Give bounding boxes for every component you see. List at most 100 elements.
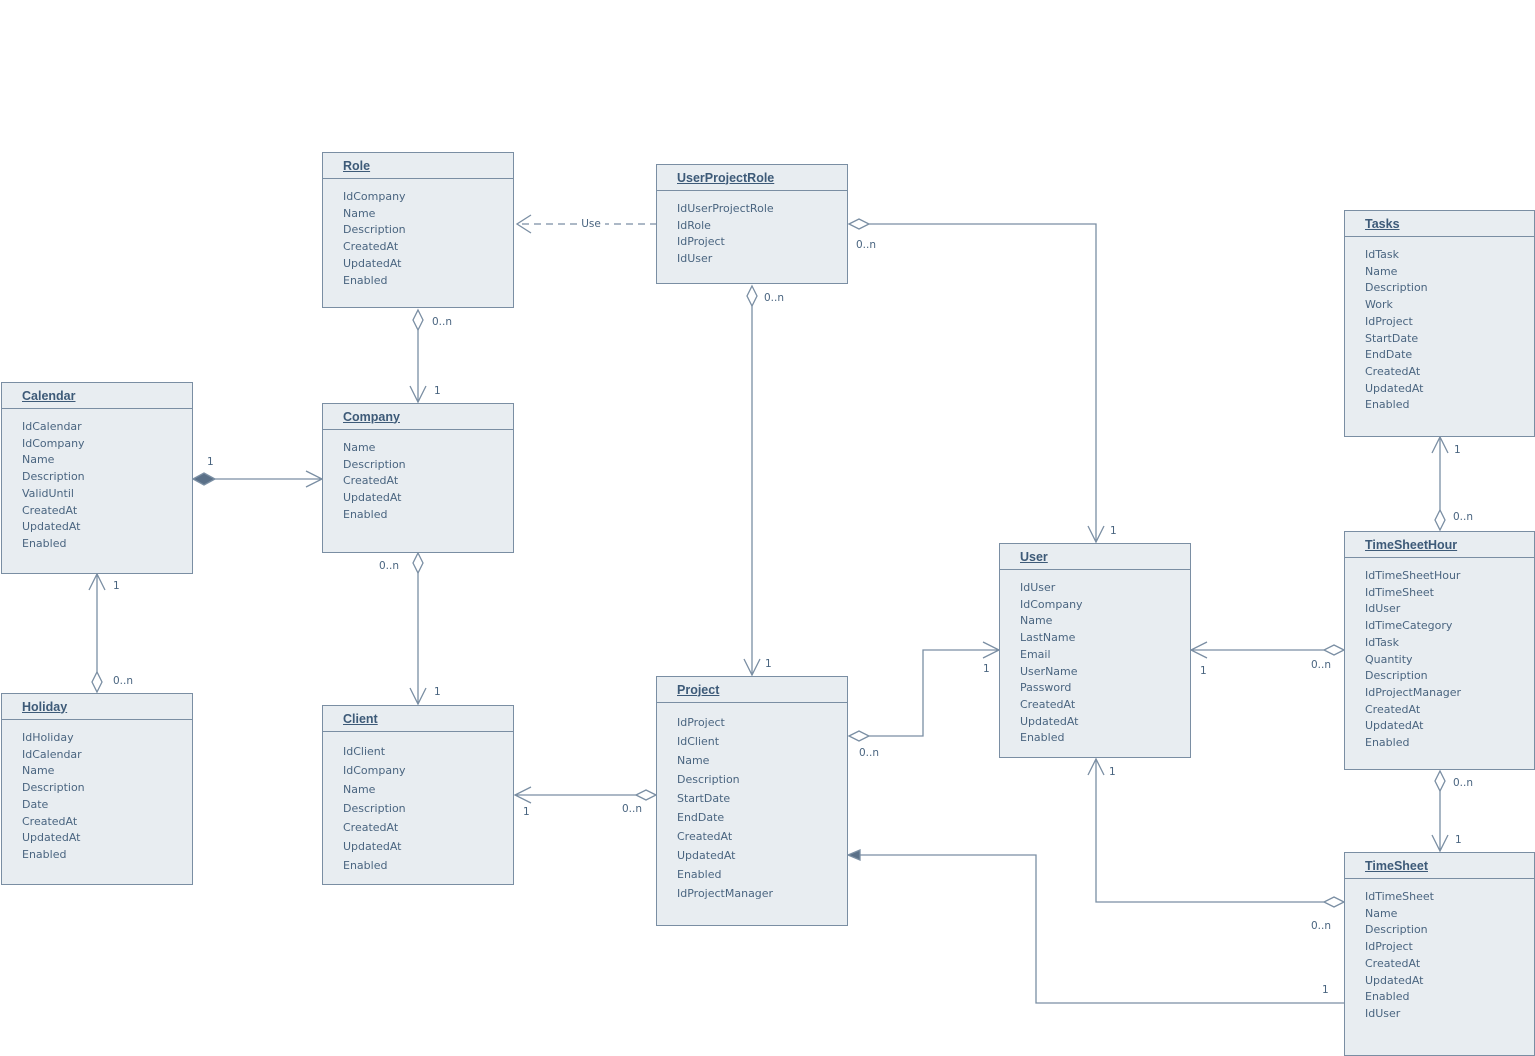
entity-attribute: Description <box>343 457 406 471</box>
entity-attribute: IdCompany <box>343 764 406 777</box>
tsh-user-diamond <box>1322 644 1346 656</box>
entity-title: UserProjectRole <box>677 170 775 185</box>
timesheet-user-mult-from: 0..n <box>1311 920 1331 932</box>
entity-attribute: Enabled <box>22 847 67 861</box>
entity-attribute: EndDate <box>1365 348 1413 362</box>
entity-attribute: CreatedAt <box>22 814 78 828</box>
entity-header: TimeSheetHour <box>1345 532 1534 558</box>
entity-attribute: IdUser <box>1020 581 1056 594</box>
entity-header: User <box>1000 544 1190 570</box>
entity-title: Calendar <box>22 388 76 403</box>
upr-user-diamond <box>847 218 871 230</box>
entity-attribute: IdTask <box>1365 635 1399 649</box>
tsh-tasks-mult-from: 0..n <box>1453 511 1473 523</box>
timesheet-project-arrowhead <box>846 849 861 861</box>
entity-title: Holiday <box>22 699 68 714</box>
entity-attribute: CreatedAt <box>677 830 733 843</box>
entity-title: Client <box>343 711 378 726</box>
entity-attribute: IdClient <box>677 735 720 748</box>
entity-attribute: IdCompany <box>22 436 85 450</box>
timesheet-user-line <box>1095 759 1324 903</box>
entity-header: Tasks <box>1345 211 1534 237</box>
timesheet-user-diamond <box>1322 896 1346 908</box>
tsh-timesheet-arrowhead <box>1431 834 1449 853</box>
tsh-timesheet-mult-to: 1 <box>1455 834 1462 846</box>
entity-attribute: Name <box>1020 614 1053 628</box>
entity-attribute: Name <box>343 206 376 220</box>
entity-attribute: Enabled <box>343 507 388 521</box>
entity-header: Holiday <box>2 694 192 720</box>
entity-header: Client <box>323 706 513 732</box>
entity-attribute: UpdatedAt <box>1020 714 1079 728</box>
entity-attribute: IdCalendar <box>22 747 82 761</box>
entity-title: Project <box>677 682 720 697</box>
calendar-company-diamond <box>191 472 217 486</box>
entity-attribute: UpdatedAt <box>343 256 402 270</box>
entity-attribute: Enabled <box>1365 736 1410 750</box>
timesheet-project-mult-from: 1 <box>1322 984 1329 996</box>
role-company-mult-to: 1 <box>434 385 441 397</box>
entity-header: Calendar <box>2 383 192 409</box>
entity-attribute: IdHoliday <box>22 731 74 744</box>
tsh-tasks-arrowhead <box>1431 435 1449 454</box>
entity-attribute: Work <box>1365 298 1393 312</box>
entity-attribute: Name <box>22 764 55 778</box>
entity-attribute: UpdatedAt <box>22 831 81 845</box>
upr-project-diamond <box>746 284 758 308</box>
entity-attribute: IdProjectManager <box>677 887 774 900</box>
entity-attribute: IdUserProjectRole <box>677 202 774 215</box>
upr-role-arrowhead <box>515 214 532 234</box>
entity-attribute: Enabled <box>1365 990 1410 1004</box>
entity-attribute: Password <box>1020 681 1072 695</box>
entity-attribute: IdCalendar <box>22 420 82 433</box>
entity-attribute: Description <box>343 802 406 815</box>
entity-attribute: IdTimeSheetHour <box>1365 569 1461 582</box>
entity-attribute: Enabled <box>343 273 388 287</box>
entity-attribute: IdProject <box>1365 314 1413 328</box>
entity-attribute: Email <box>1020 647 1051 661</box>
entity-title: Tasks <box>1365 216 1400 231</box>
project-client-diamond <box>634 789 658 801</box>
holiday-calendar-diamond <box>91 670 103 694</box>
entity-header: TimeSheet <box>1345 853 1534 879</box>
entity-attribute: Enabled <box>343 859 388 872</box>
company-client-mult-from: 0..n <box>379 560 399 572</box>
upr-project-arrowhead <box>743 658 761 677</box>
role-company-arrowhead <box>409 385 427 404</box>
project-client-mult-to: 1 <box>523 806 530 818</box>
entity-attribute: CreatedAt <box>1020 697 1076 711</box>
entity-header: UserProjectRole <box>657 165 847 191</box>
entity-title: Role <box>343 158 371 173</box>
entity-title: User <box>1020 549 1048 564</box>
holiday-calendar-mult-to: 1 <box>113 580 120 592</box>
entity-attribute: IdTimeSheet <box>1365 890 1434 903</box>
upr-user-mult-from: 0..n <box>856 239 876 251</box>
tsh-user-mult-from: 0..n <box>1311 659 1331 671</box>
use-label: Use <box>581 218 601 230</box>
entity-attribute: StartDate <box>1365 331 1419 345</box>
timesheet-project-line <box>860 854 1344 1004</box>
entity-attribute: UpdatedAt <box>1365 381 1424 395</box>
upr-user-mult-to: 1 <box>1110 525 1117 537</box>
timesheet-user-mult-to: 1 <box>1109 766 1116 778</box>
project-client-arrowhead <box>513 786 532 804</box>
entity-attribute: Enabled <box>677 868 722 881</box>
entity-attribute: UserName <box>1020 664 1078 678</box>
tsh-timesheet-diamond <box>1434 769 1446 793</box>
